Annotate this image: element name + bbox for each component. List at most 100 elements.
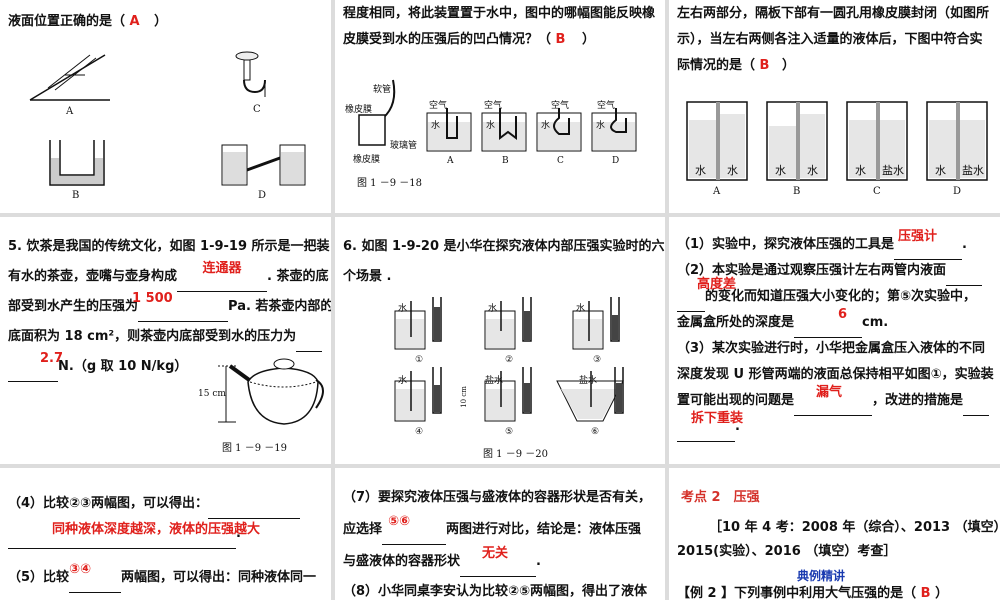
p9-subtitle: 典例精讲: [797, 569, 846, 583]
p5-caption: 图 1 －9 －20: [483, 449, 548, 460]
panel-q-partition: 左右两部分，隔板下部有一圆孔用橡皮膜封闭（如图所 示），当左右两侧各注入适量的液…: [669, 0, 1000, 213]
p9-line1: ［10 年 4 考：2008 年（综合）、2013 （填空）、: [709, 520, 1000, 535]
p2-label-b: B: [502, 156, 509, 166]
panel-topic-pressure: 考点 2 压强 ［10 年 4 考：2008 年（综合）、2013 （填空）、 …: [669, 468, 1000, 600]
p2-label-hose: 软管: [373, 85, 392, 95]
p6-line7b: ，改进的措施是: [872, 393, 964, 408]
p2-air-a: 空气: [429, 101, 448, 111]
panel-q-membrane: 程度相同，将此装置置于水中，图中的哪幅图能反映橡 皮膜受到水的压强后的凹凸情况？…: [335, 0, 665, 213]
p3-line1: 左右两部分，隔板下部有一圆孔用橡皮膜封闭（如图所: [677, 6, 990, 21]
p6-line4b: cm.: [862, 315, 889, 330]
p5-liquid-6: 盐水: [579, 376, 598, 386]
p9-line3: 【例 2 】下列事例中利用大气压强的是（: [677, 586, 917, 600]
p2-water-d: 水: [596, 121, 606, 131]
p1-question-text: 液面位置正确的是（: [8, 14, 126, 29]
p3-left-liquid-a: 水: [695, 164, 706, 177]
p5-num-1: ①: [415, 355, 424, 365]
p1-label-a: A: [66, 106, 74, 117]
p2-water-c: 水: [541, 121, 551, 131]
p5-num-3: ③: [593, 355, 602, 365]
p9-line2: 2015(实验）、2016 （填空）考查］: [677, 544, 897, 559]
p3-line3: 际情况的是（: [677, 58, 756, 73]
p5-scene-4: [394, 367, 442, 422]
panel-q5-teapot: 5. 饮茶是我国的传统文化，如图 1-9-19 所示是一把装 有水的茶壶，壶嘴与…: [0, 217, 331, 464]
p5-num-6: ⑥: [591, 427, 600, 437]
p5-scene-3: [572, 297, 620, 350]
p3-container-b: [766, 101, 828, 181]
panel-q6-conclusions-b: （7）要探究液体压强与盛液体的容器形状是否有关， 应选择 ⑤⑥ 两图进行对比，结论是…: [335, 468, 665, 600]
p2-label-a: A: [447, 156, 454, 166]
p2-air-c: 空气: [551, 101, 570, 111]
p4-line3a: 部受到水产生的压强为: [8, 299, 139, 314]
p2-device-figure: [358, 79, 396, 146]
p3-left-liquid-b: 水: [775, 164, 786, 177]
p2-air-b: 空气: [484, 101, 503, 111]
p8-line3a: 与盛液体的容器形状: [343, 554, 461, 569]
p7-answer-figures: ③④: [69, 562, 92, 577]
p2-beaker-a: [426, 108, 472, 152]
p5-liquid-1: 水: [398, 304, 408, 314]
p3-container-d: [926, 101, 988, 181]
p2-water-b: 水: [486, 121, 496, 131]
p7-answer-conclusion: 同种液体深度越深，液体的压强越大: [52, 522, 261, 537]
p2-label-c: C: [557, 156, 564, 166]
p3-container-c: [846, 101, 908, 181]
p3-close: ）: [782, 58, 796, 73]
p2-beaker-b: [481, 108, 527, 152]
panel-q6-experiments: 6. 如图 1-9-20 是小华在探究液体内部压强实验时的六 个场景 . 水 水…: [335, 217, 665, 464]
p3-left-liquid-c: 水: [855, 164, 866, 177]
p1-label-b: B: [72, 190, 80, 201]
p3-label-c: C: [873, 186, 881, 197]
p6-line3: 的变化而知道压强大小变化的；第⑤次实验中，: [705, 289, 977, 304]
p8-answer-shape: 无关: [482, 546, 509, 561]
p5-liquid-3: 水: [576, 304, 586, 314]
teapot-figure: [218, 358, 324, 425]
p6-answer-depth: 6: [838, 307, 848, 322]
p4-line2b: . 茶壶的底: [267, 269, 329, 284]
p5-liquid-2: 水: [488, 304, 498, 314]
p3-right-liquid-c: 盐水: [882, 164, 904, 177]
p8-answer-figures: ⑤⑥: [388, 514, 411, 529]
p3-label-b: B: [793, 186, 801, 197]
p1-label-c: C: [253, 104, 261, 115]
p5-num-2: ②: [505, 355, 514, 365]
p1-close: ）: [154, 14, 168, 29]
p6-answer-leak: 漏气: [816, 385, 843, 400]
p4-caption: 图 1 －9 －19: [222, 443, 287, 454]
p1-figure-c: [235, 51, 266, 97]
p6-line4a: 金属盒所处的深度是: [677, 315, 795, 330]
p2-label-glass-tube: 玻璃管: [390, 141, 418, 151]
p3-container-a: [686, 101, 748, 181]
p4-line5b: N.（g 取 10 N/kg）: [58, 359, 188, 374]
p2-line2: 皮膜受到水的压强后的凹凸情况？（: [343, 32, 552, 47]
p4-answer-pressure: 1 500: [132, 291, 173, 306]
p9-answer: B: [920, 586, 931, 600]
panel-q6-conclusions-a: （4）比较②③两幅图，可以得出： 同种液体深度越深，液体的压强越大 . （5）比…: [0, 468, 331, 600]
p5-line2: 个场景 .: [343, 269, 392, 284]
p6-answer-tool: 压强计: [898, 229, 938, 244]
p3-right-liquid-d: 盐水: [962, 164, 984, 177]
p2-line1: 程度相同，将此装置置于水中，图中的哪幅图能反映橡: [343, 6, 656, 21]
panel-q-level: 液面位置正确的是（ A ） A C B D: [0, 0, 331, 213]
p8-line1: （7）要探究液体压强与盛液体的容器形状是否有关，: [343, 490, 652, 505]
p6-line2: （2）本实验是通过观察压强计左右两管内液面: [677, 263, 947, 278]
p4-answer-connector: 连通器: [202, 261, 242, 276]
p4-height-label: 15 cm: [198, 389, 226, 399]
p2-label-membrane-top: 橡皮膜: [345, 105, 373, 115]
p2-beaker-d: [591, 108, 637, 152]
p1-figure-b: [49, 140, 105, 186]
p5-num-5: ⑤: [505, 427, 514, 437]
p1-answer: A: [129, 14, 140, 29]
p7-line3b: 两幅图，可以得出：同种液体同一: [121, 570, 317, 585]
p3-answer: B: [759, 58, 770, 73]
p3-right-liquid-a: 水: [727, 164, 738, 177]
p2-air-d: 空气: [597, 101, 616, 111]
p5-num-4: ④: [415, 427, 424, 437]
p1-label-d: D: [258, 190, 267, 201]
p5-depth-label: 10 cm: [459, 386, 468, 408]
p9-topic-title: 考点 2 压强: [681, 490, 760, 505]
p3-label-a: A: [713, 186, 721, 197]
p8-line2a: 应选择: [343, 522, 383, 537]
p8-line2b: 两图进行对比，结论是：液体压强: [446, 522, 642, 537]
p4-line1: 5. 饮茶是我国的传统文化，如图 1-9-19 所示是一把装: [8, 239, 330, 254]
